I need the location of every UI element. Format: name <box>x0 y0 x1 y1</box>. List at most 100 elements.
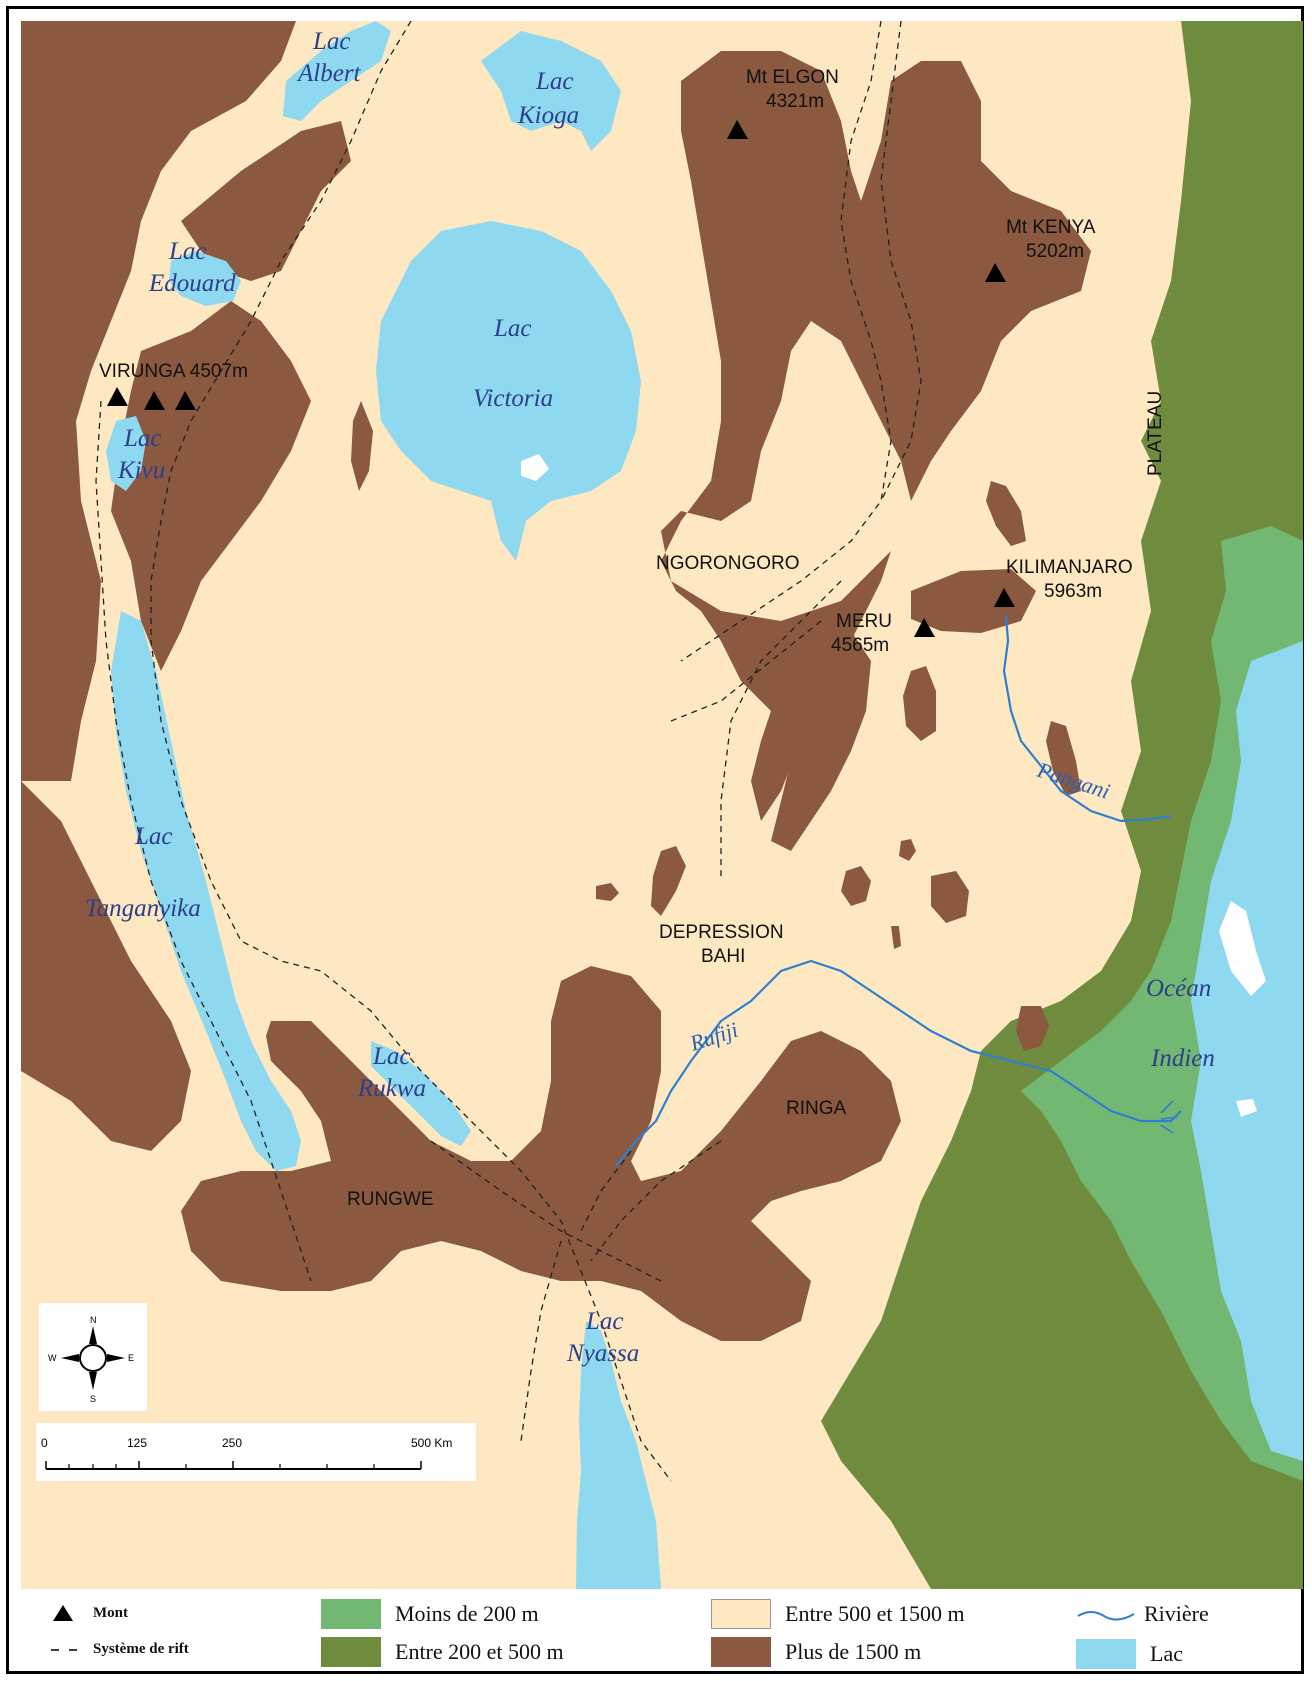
legend-riviere: Rivière <box>1076 1601 1209 1627</box>
kilimanjaro-label-1: KILIMANJARO <box>1006 557 1133 578</box>
mont-triangle-icon <box>53 1605 73 1621</box>
river-rufiji <box>615 959 1182 1167</box>
ocean <box>1191 641 1303 1461</box>
legend-500-1500-label: Entre 500 et 1500 m <box>785 1601 965 1626</box>
swatch-lac <box>1076 1639 1136 1669</box>
kilimanjaro-label-2: 5963m <box>1044 581 1102 602</box>
compass-east-arrow <box>107 1354 125 1362</box>
virunga-label: VIRUNGA 4507m <box>99 361 248 382</box>
lake-edouard-label-2: Edouard <box>148 270 236 297</box>
river-line-icon <box>1077 1611 1135 1621</box>
lake-tanganyika-label-2: Tanganyika <box>85 895 201 922</box>
compass-north-arrow <box>89 1326 97 1344</box>
meru-icon <box>914 618 935 637</box>
compass-west-arrow <box>61 1354 79 1362</box>
legend-200-500: Entre 200 et 500 m <box>321 1637 564 1667</box>
lake-tanganyika-label-1: Lac <box>134 823 173 850</box>
virunga-icon-2 <box>144 391 165 410</box>
legend: Mont Système de rift Moins de 200 m Entr… <box>21 1591 1309 1681</box>
ngorongoro-label: NGORONGORO <box>656 553 800 574</box>
river-pangani <box>1002 615 1172 823</box>
swatch-200-500 <box>321 1637 381 1667</box>
island-victoria <box>521 454 549 481</box>
legend-lac: Lac <box>1076 1639 1183 1669</box>
lakes <box>106 21 661 1589</box>
plateau-label: PLATEAU <box>1145 391 1166 476</box>
relief-map: Lac Albert Lac Kioga Lac Edouard Lac Vic… <box>21 21 1303 1589</box>
lake-kivu-label-1: Lac <box>123 425 162 452</box>
river-rufiji-delta <box>1160 1100 1178 1134</box>
map-frame: Lac Albert Lac Kioga Lac Edouard Lac Vic… <box>6 6 1304 1674</box>
compass-e: E <box>128 1353 134 1363</box>
kilimanjaro-icon <box>994 588 1015 607</box>
mt-kenya-label-2: 5202m <box>1026 241 1084 262</box>
lake-edouard-label-1: Lac <box>168 238 207 265</box>
virunga-icon-3 <box>175 391 196 410</box>
legend-rift-label: Système de rift <box>93 1641 189 1657</box>
compass: N S E W <box>39 1303 147 1411</box>
lake-kioga <box>481 31 621 151</box>
lake-victoria <box>376 221 641 561</box>
swatch-lt200 <box>321 1599 381 1629</box>
scale-tick-250: 250 <box>222 1436 242 1450</box>
lake-nyassa <box>576 1321 661 1589</box>
lake-albert-label-1: Lac <box>312 28 351 55</box>
virunga-icon-1 <box>107 387 128 406</box>
ocean-label-1: Océan <box>1146 975 1211 1002</box>
lake-kivu-label-2: Kivu <box>117 457 165 484</box>
lake-rukwa-label-2: Rukwa <box>357 1075 426 1102</box>
lake-albert <box>283 21 391 121</box>
mt-elgon-label-2: 4321m <box>766 91 824 112</box>
legend-lt200: Moins de 200 m <box>321 1599 539 1629</box>
compass-s: S <box>90 1394 96 1404</box>
legend-riviere-label: Rivière <box>1144 1601 1209 1626</box>
lake-victoria-label-2: Victoria <box>473 385 553 412</box>
compass-south-arrow <box>89 1372 97 1390</box>
legend-mont: Mont <box>51 1603 128 1623</box>
swatch-500-1500 <box>711 1599 771 1629</box>
lake-kioga-label-1: Lac <box>535 68 574 95</box>
scale-bar: 0 125 250 500 Km <box>36 1423 476 1481</box>
ringa-label: RINGA <box>786 1098 847 1119</box>
island-zanzibar <box>1219 901 1266 996</box>
compass-n: N <box>90 1315 97 1325</box>
mont-elgon-icon <box>727 120 748 139</box>
zone-above-1500 <box>21 21 1091 1341</box>
legend-lt200-label: Moins de 200 m <box>395 1601 539 1626</box>
lake-kivu <box>106 416 146 491</box>
legend-gt1500-label: Plus de 1500 m <box>785 1639 922 1664</box>
legend-mont-label: Mont <box>93 1604 128 1621</box>
lake-nyassa-label-1: Lac <box>585 1308 624 1335</box>
lake-rukwa <box>371 1041 471 1146</box>
depression-label-1: DEPRESSION <box>659 922 784 943</box>
lake-albert-label-2: Albert <box>296 60 362 87</box>
lake-victoria-label-1: Lac <box>493 315 532 342</box>
meru-label-2: 4565m <box>831 635 889 656</box>
mt-kenya-label-1: Mt KENYA <box>1006 217 1096 238</box>
legend-lac-label: Lac <box>1150 1641 1183 1666</box>
compass-w: W <box>48 1353 57 1363</box>
ocean-label-2: Indien <box>1150 1045 1215 1072</box>
rift-lines <box>95 21 922 1482</box>
legend-200-500-label: Entre 200 et 500 m <box>395 1639 564 1664</box>
mt-elgon-label-1: Mt ELGON <box>746 67 839 88</box>
mountain-markers <box>107 120 1015 637</box>
depression-label-2: BAHI <box>701 946 745 967</box>
rungwe-label: RUNGWE <box>347 1189 434 1210</box>
scale-tick-0: 0 <box>41 1436 48 1450</box>
legend-500-1500: Entre 500 et 1500 m <box>711 1599 965 1629</box>
lake-rukwa-label-1: Lac <box>372 1043 411 1070</box>
lake-edouard <box>169 251 241 306</box>
lake-nyassa-label-2: Nyassa <box>566 1340 639 1367</box>
lake-tanganyika <box>111 611 301 1171</box>
scale-tick-500: 500 Km <box>411 1436 452 1450</box>
island-mafia <box>1236 1099 1257 1117</box>
legend-rift: Système de rift <box>51 1641 189 1658</box>
swatch-gt1500 <box>711 1637 771 1667</box>
rift-dash-icon <box>51 1648 81 1651</box>
meru-label-1: MERU <box>836 611 892 632</box>
legend-gt1500: Plus de 1500 m <box>711 1637 921 1667</box>
lake-kioga-label-2: Kioga <box>517 102 579 129</box>
mont-kenya-icon <box>985 263 1006 282</box>
scale-tick-125: 125 <box>127 1436 147 1450</box>
